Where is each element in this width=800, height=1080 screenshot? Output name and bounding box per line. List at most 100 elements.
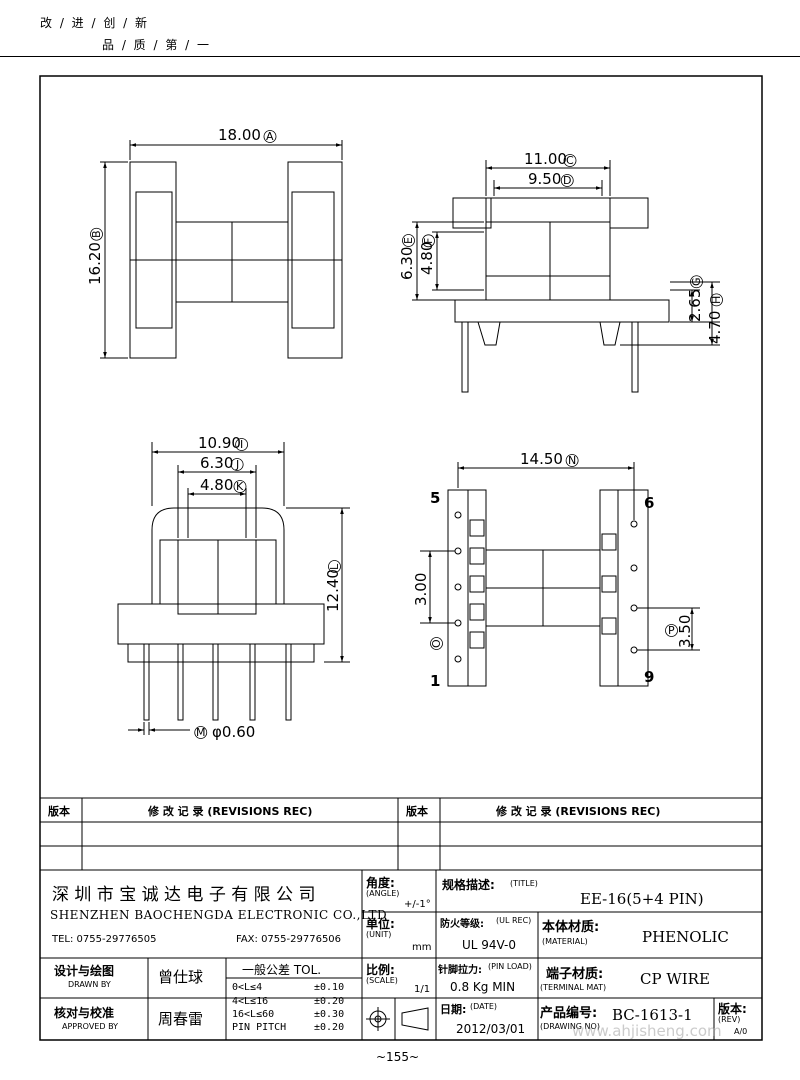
header-rule: [0, 56, 800, 57]
dim-18-00: 18.00: [218, 126, 261, 144]
company-tel: TEL: 0755-29776505: [52, 934, 157, 945]
material-value: PHENOLIC: [642, 928, 729, 946]
rev-col-rec-2: 修 改 记 录 (REVISIONS REC): [496, 805, 661, 818]
pinload-value: 0.8 Kg MIN: [450, 980, 516, 994]
unit-label-en: (UNIT): [366, 930, 392, 939]
pin-label-5: 5: [430, 489, 440, 507]
drawing-no-label-en: (DRAWING NO): [540, 1022, 600, 1031]
company-name-en: SHENZHEN BAOCHENGDA ELECTRONIC CO.,LTD: [50, 908, 388, 922]
dim-tag-d: D: [563, 174, 571, 187]
title-value: EE-16(5+4 PIN): [580, 890, 704, 908]
top-view: [100, 140, 343, 359]
drawn-by-label: 设计与绘图: [54, 964, 115, 978]
dim-tag-h: H: [710, 296, 723, 304]
ul-value: UL 94V-0: [462, 938, 517, 952]
dim-10-90: 10.90: [198, 434, 241, 452]
pin-label-1: 1: [430, 672, 440, 690]
dim-16-20: 16.20: [86, 242, 104, 285]
dim-tag-j: J: [235, 458, 239, 471]
unit-label: 单位:: [366, 917, 395, 931]
angle-label-en: (ANGLE): [366, 889, 400, 898]
dim-6-30: 6.30: [398, 247, 416, 280]
dim-tag-b: B: [90, 230, 103, 238]
material-label-en: (MATERIAL): [542, 937, 588, 946]
rev-col-version-2: 版本: [406, 805, 428, 818]
front-view: [117, 442, 350, 735]
terminal-label-en: (TERMINAL MAT): [540, 983, 607, 992]
company-name-cn: 深 圳 市 宝 诚 达 电 子 有 限 公 司: [52, 885, 316, 905]
dim-14-50: 14.50: [520, 450, 563, 468]
date-label: 日期:: [440, 1003, 467, 1016]
side-view: [412, 160, 720, 393]
pin-slots-left: [469, 519, 485, 649]
pin-slots-right: [601, 533, 617, 635]
dim-tag-e: E: [402, 237, 415, 244]
scale-label-en: (SCALE): [366, 976, 398, 985]
dim-tag-g: G: [690, 277, 703, 286]
tol-value-3: ±0.20: [314, 1022, 345, 1033]
drawn-by-label-en: DRAWN BY: [68, 980, 111, 989]
dim-tag-p: P: [668, 624, 675, 637]
ul-label: 防火等级:: [440, 919, 484, 930]
pins: [143, 644, 292, 721]
sheet-frame: [39, 75, 763, 1041]
angle-value: +/-1°: [404, 899, 431, 910]
header-slogan-1: 改 / 进 / 创 / 新: [40, 16, 150, 30]
scale-value: 1/1: [414, 984, 431, 995]
pinload-label-en: (PIN LOAD): [488, 962, 532, 971]
tol-value-1: ±0.20: [314, 996, 345, 1007]
bottom-view: [420, 462, 700, 687]
pin-label-9: 9: [644, 668, 654, 686]
dim-2-65: 2.65: [686, 289, 704, 322]
dim-tag-i: I: [240, 438, 243, 451]
terminal-value: CP WIRE: [640, 970, 710, 988]
rev-col-version-1: 版本: [48, 805, 70, 818]
date-label-en: (DATE): [470, 1002, 498, 1011]
drawing-no-value: BC-1613-1: [612, 1006, 693, 1024]
approved-by-name: 周春雷: [158, 1010, 204, 1028]
dim-4-80: 4.80: [418, 242, 436, 275]
dim-tag-a: A: [266, 130, 274, 143]
rev-col-rec-1: 修 改 记 录 (REVISIONS REC): [148, 805, 313, 818]
dim-tag-m: M: [196, 726, 206, 739]
tolerance-title: 一般公差 TOL.: [242, 963, 322, 977]
dim-tag-n: N: [568, 454, 576, 467]
drawn-by-name: 曾仕球: [158, 968, 204, 986]
tol-range-0: 0<L≤4: [232, 982, 263, 993]
approved-by-label: 核对与校准: [54, 1006, 115, 1020]
tol-value-2: ±0.30: [314, 1009, 345, 1020]
dim-12-40: 12.40: [324, 569, 342, 612]
angle-label: 角度:: [366, 876, 395, 890]
unit-value: mm: [412, 942, 432, 953]
header-slogan-2: 品 / 质 / 第 / 一: [102, 38, 212, 52]
title-block-grid: [40, 870, 762, 1040]
dim-pin-diameter: φ0.60: [212, 723, 255, 741]
dim-tag-o: O: [430, 639, 443, 648]
pinload-label: 针脚拉力:: [438, 965, 482, 976]
title-label: 规格描述:: [442, 878, 495, 892]
tol-range-3: PIN PITCH: [232, 1022, 287, 1033]
dim-9-50: 9.50: [528, 170, 561, 188]
revisions-table: [40, 797, 762, 871]
scale-label: 比例:: [366, 963, 395, 977]
dim-4-80-front: 4.80: [200, 476, 233, 494]
rev-label: 版本:: [718, 1002, 747, 1016]
approved-by-label-en: APPROVED BY: [62, 1022, 119, 1031]
tol-value-0: ±0.10: [314, 982, 345, 993]
pin-label-6: 6: [644, 494, 654, 512]
page-number: ~155~: [376, 1050, 420, 1064]
tol-range-1: 4<L≤16: [232, 996, 269, 1007]
ul-label-en: (UL REC): [496, 916, 532, 925]
watermark: www.ahjisheng.com: [572, 1022, 722, 1040]
company-fax: FAX: 0755-29776506: [236, 934, 342, 945]
dim-tag-k: K: [236, 480, 244, 493]
drawing-no-label: 产品编号:: [540, 1006, 598, 1021]
dim-3-00: 3.00: [412, 573, 430, 606]
tol-range-2: 16<L≤60: [232, 1009, 275, 1020]
title-label-en: (TITLE): [510, 879, 538, 888]
dim-6-30-front: 6.30: [200, 454, 233, 472]
material-label: 本体材质:: [542, 920, 600, 935]
dim-tag-c: C: [566, 154, 574, 167]
terminal-label: 端子材质:: [546, 967, 604, 982]
